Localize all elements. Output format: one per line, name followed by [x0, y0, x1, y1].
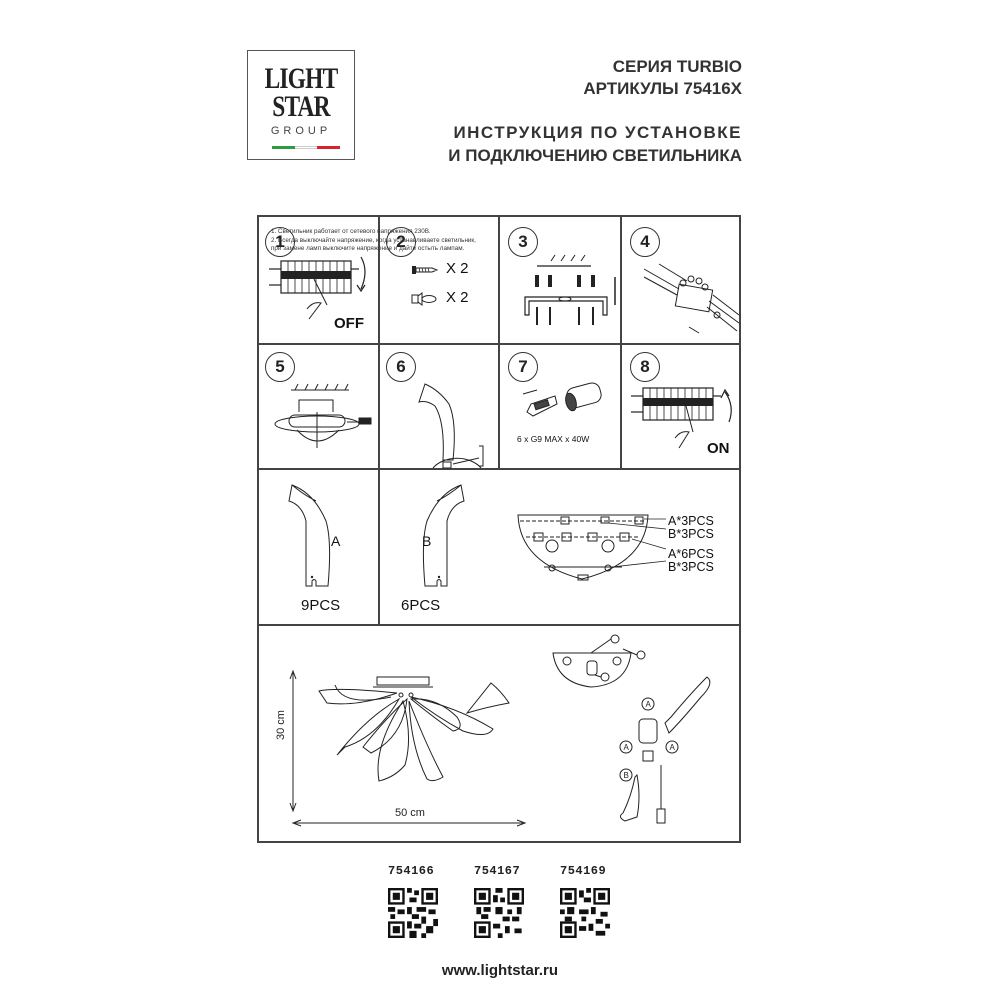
safety-notes: 1. Светильник работает от сетевого напря…: [271, 228, 476, 254]
step-number: 8: [630, 352, 660, 382]
g9-bulb-icon: [522, 382, 602, 417]
bulb-spec-label: 6 x G9 MAX x 40W: [517, 434, 590, 444]
socket-assembly-icon: A A A B: [552, 634, 711, 824]
petal-attach-icon: [418, 383, 484, 469]
placement-label: B*3PCS: [668, 560, 714, 574]
step-number: 1: [265, 227, 295, 257]
doc-title-line2: И ПОДКЛЮЧЕНИЮ СВЕТИЛЬНИКА: [448, 146, 742, 165]
divider: [259, 624, 739, 626]
qr-code-icon[interactable]: [560, 888, 610, 938]
on-label: ON: [707, 440, 730, 457]
note-line: 1. Светильник работает от сетевого напря…: [271, 228, 431, 235]
label-b: B: [624, 771, 629, 780]
label-a: A: [646, 700, 652, 709]
placement-label: A*3PCS: [668, 514, 714, 528]
instructions-grid: 1 OFF 2 X 2 X 2 3: [257, 215, 741, 843]
petal-b-icon: [422, 484, 465, 587]
terminal-block-icon: [643, 263, 740, 334]
petal-a-icon: [288, 484, 331, 587]
note-line: при замене ламп выключите напряжение и д…: [271, 245, 465, 252]
step-number: 2: [386, 227, 416, 257]
canopy-placement-icon: [517, 514, 667, 581]
series-title: СЕРИЯ TURBIO: [612, 57, 742, 76]
screw-qty: X 2: [446, 260, 469, 277]
part-count: 9PCS: [301, 597, 341, 614]
screw-icon: [412, 266, 439, 274]
placement-label: B*3PCS: [668, 527, 714, 541]
logo-text-light: LIGHT: [264, 62, 339, 95]
logo-text-star: STAR: [272, 90, 330, 123]
label-a: A: [624, 743, 630, 752]
step-number: 6: [386, 352, 416, 382]
article-code: 754166: [388, 864, 435, 878]
width-dimension: 50 cm: [395, 807, 425, 819]
divider: [259, 343, 739, 345]
placement-label: A*6PCS: [668, 547, 714, 561]
divider: [378, 217, 380, 624]
circuit-breaker-off-icon: [269, 256, 366, 320]
note-line: 2. Всегда выключайте напряжение, когда у…: [271, 236, 476, 244]
step-number: 5: [265, 352, 295, 382]
plug-qty: X 2: [446, 289, 469, 306]
height-dimension: 30 cm: [275, 710, 287, 740]
step-number: 3: [508, 227, 538, 257]
step-number: 7: [508, 352, 538, 382]
chandelier-dimension-drawing: [289, 669, 527, 827]
part-count: 6PCS: [401, 597, 441, 614]
italian-flag-stripe: [272, 146, 341, 149]
wall-plug-icon: [411, 292, 437, 306]
off-label: OFF: [334, 315, 364, 332]
circuit-breaker-on-icon: [631, 387, 732, 449]
article-code: 754167: [474, 864, 521, 878]
article-code: 754169: [560, 864, 607, 878]
divider: [259, 468, 739, 470]
doc-title-line1: ИНСТРУКЦИЯ ПО УСТАНОВКЕ: [453, 123, 742, 142]
ceiling-mount-icon: [274, 383, 372, 448]
step-number: 4: [630, 227, 660, 257]
label-a: A: [670, 743, 676, 752]
qr-code-icon[interactable]: [388, 888, 438, 938]
website-link[interactable]: www.lightstar.ru: [441, 962, 559, 979]
mounting-bracket-icon: [524, 254, 616, 325]
brand-logo: LIGHT STAR GROUP: [247, 50, 355, 160]
qr-code-icon[interactable]: [474, 888, 524, 938]
articles-title: АРТИКУЛЫ 75416X: [583, 79, 742, 98]
part-letter: B: [422, 533, 432, 549]
part-letter: A: [331, 533, 341, 549]
logo-text-group: GROUP: [270, 125, 332, 137]
